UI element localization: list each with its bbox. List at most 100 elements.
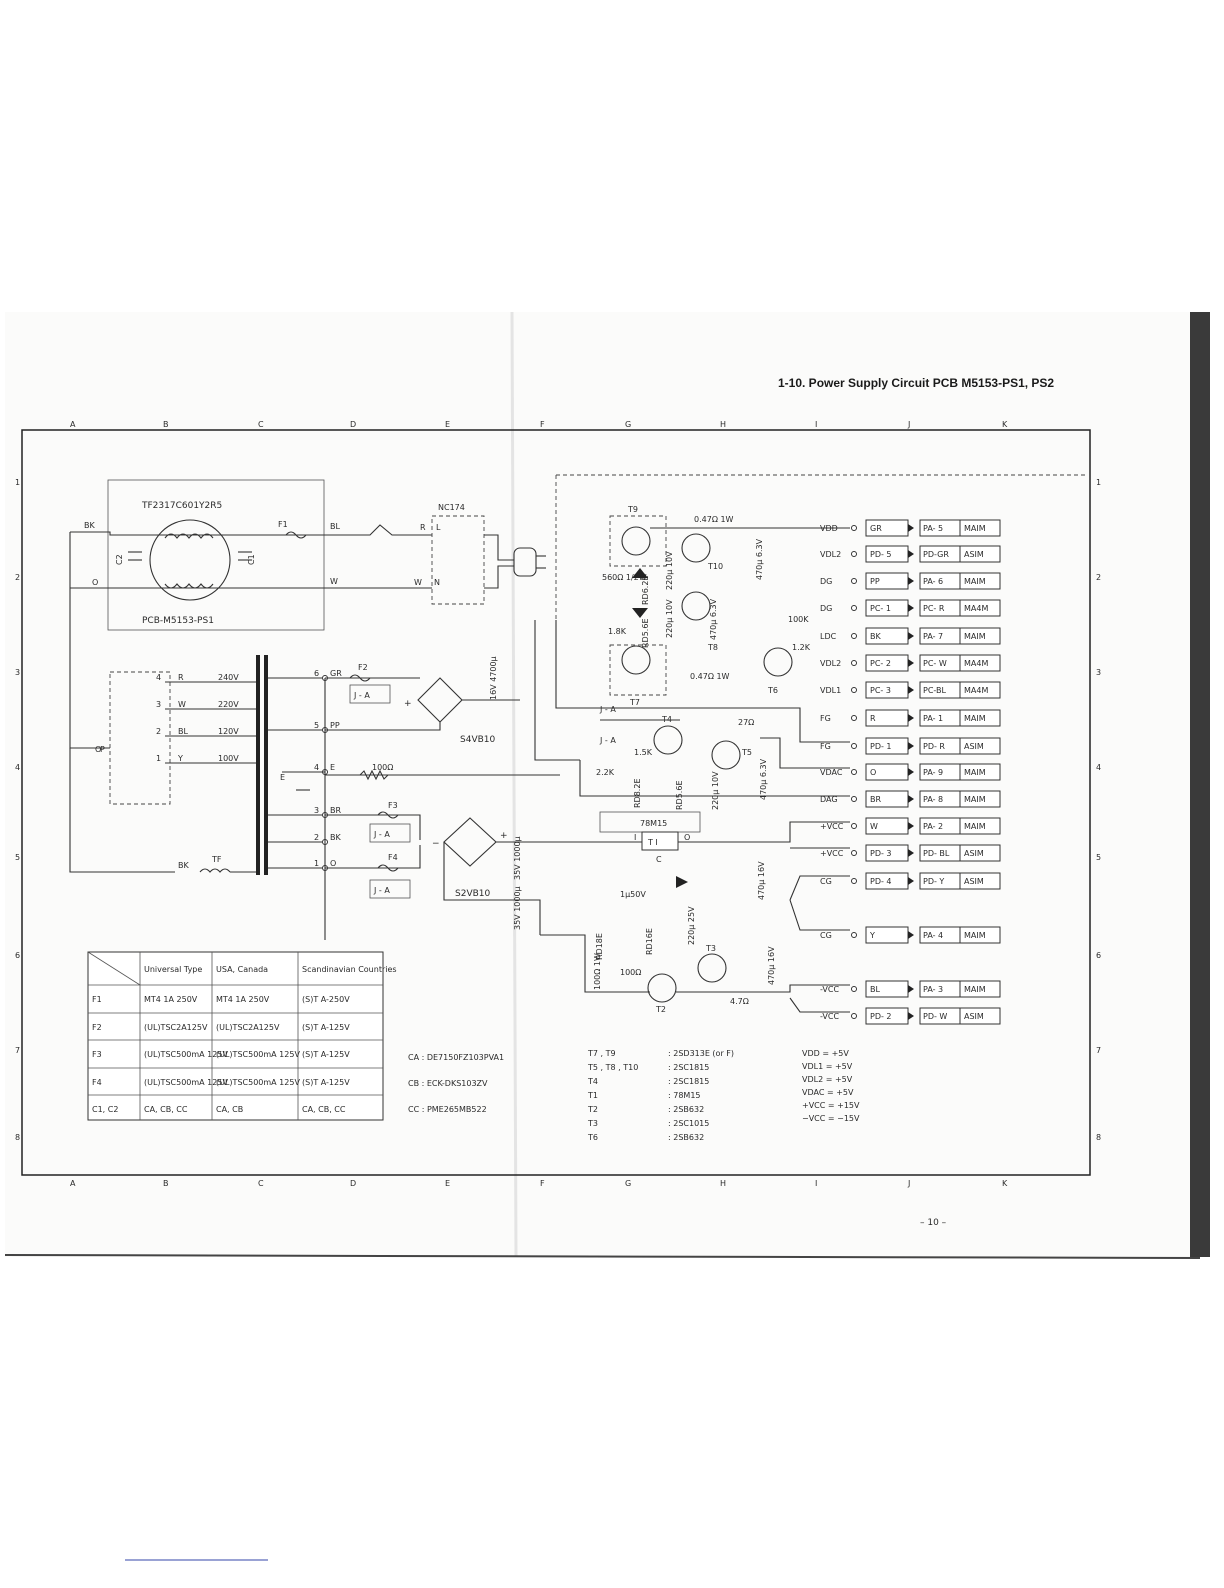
transistor-ref: T7 , T9 xyxy=(587,1049,616,1058)
output-wire: O xyxy=(870,768,876,777)
grid-col-top: K xyxy=(1002,420,1008,429)
output-arrow-icon xyxy=(908,849,914,857)
bridge2-plus: + xyxy=(500,831,508,841)
fuse-table-cell: (UL)TSC2A125V xyxy=(216,1023,280,1032)
fuse-table-cell: CA, CB, CC xyxy=(144,1105,188,1114)
rd16-label: RD16E xyxy=(645,928,654,955)
pcb-ps1-outline xyxy=(107,479,325,631)
output-signal: CG xyxy=(820,877,832,886)
voltage-spec: −VCC = −15V xyxy=(802,1114,860,1123)
cap-note: CA : DE7150FZ103PVA1 xyxy=(408,1053,504,1062)
output-board: ASIM xyxy=(964,550,984,559)
book-gutter xyxy=(510,311,518,1258)
output-board-box xyxy=(959,709,1001,727)
output-terminal xyxy=(851,850,857,856)
w-label: W xyxy=(330,577,338,586)
tap-wire: R xyxy=(178,673,184,682)
output-board: MA4M xyxy=(964,659,988,668)
output-wire: GR xyxy=(870,524,882,533)
scan-bottom-edge xyxy=(4,1254,1201,1259)
neg-rail xyxy=(443,842,541,935)
t5-label: T5 xyxy=(741,748,752,757)
transistor-t7 xyxy=(621,645,651,675)
output-terminal xyxy=(851,878,857,884)
bridge-s2vb10 xyxy=(443,817,497,867)
voltage-spec: +VCC = +15V xyxy=(802,1101,860,1110)
output-board-box xyxy=(959,763,1001,781)
r100b-label: 100Ω xyxy=(620,968,641,977)
grid-col-bottom: E xyxy=(445,1179,450,1188)
ac-plug xyxy=(513,547,537,577)
output-conn: PA- 6 xyxy=(923,577,943,586)
reg-diode xyxy=(676,876,688,888)
transistor-part: : 2SC1015 xyxy=(668,1119,709,1128)
grid-col-top: I xyxy=(815,420,817,429)
output-conn: PA- 1 xyxy=(923,714,943,723)
output-arrow-icon xyxy=(908,524,914,532)
power-transformer xyxy=(256,655,268,875)
r18k-label: 1.8K xyxy=(608,627,627,636)
bk-label: BK xyxy=(84,521,95,530)
c470d-label: 470μ 16V xyxy=(757,861,766,900)
secondary-pin-wire: GR xyxy=(330,669,342,678)
transistor-part: : 78M15 xyxy=(668,1091,701,1100)
reg78-label: 78M15 xyxy=(640,819,667,828)
transistor-part: : 2SD313E (or F) xyxy=(668,1049,734,1058)
fuse-table-cell: F2 xyxy=(92,1023,102,1032)
transistor-ref: T3 xyxy=(587,1119,598,1128)
output-board-box xyxy=(959,545,1001,563)
output-terminal xyxy=(851,796,857,802)
output-terminal xyxy=(851,769,857,775)
output-wire: BL xyxy=(870,985,880,994)
tap-voltage: 120V xyxy=(218,727,239,736)
ja1-label: J - A xyxy=(599,705,616,714)
t10-label: T10 xyxy=(707,562,723,571)
output-signal: -VCC xyxy=(820,985,839,994)
output-wire: PC- 2 xyxy=(870,659,891,668)
fuse-table-frame xyxy=(87,951,384,1121)
transistor-t5 xyxy=(711,740,741,770)
fg-wire xyxy=(600,707,850,743)
fuse-table-cell: (S)T A-125V xyxy=(302,1078,350,1087)
transistor-list: T7 , T9: 2SD313E (or F)T5 , T8 , T10: 2S… xyxy=(587,1049,734,1142)
output-arrow-icon xyxy=(908,604,914,612)
fuse-table-cell: F1 xyxy=(92,995,102,1004)
output-signal: DG xyxy=(820,604,832,613)
cap-4700-label: 16V 4700μ xyxy=(489,656,498,700)
secondary-pin-number: 1 xyxy=(314,859,319,868)
ja-link-f2 xyxy=(349,684,391,704)
ja2-label: J - A xyxy=(599,736,616,745)
output-terminal xyxy=(851,660,857,666)
output-arrow-icon xyxy=(908,742,914,750)
rd62-label: RD6.2E xyxy=(641,576,650,606)
output-terminal xyxy=(851,605,857,611)
zener-rd56a xyxy=(632,608,648,618)
fuse-table-header: Scandinavian Countries xyxy=(302,965,397,974)
reg-o-label: O xyxy=(684,833,690,842)
transistor-t9 xyxy=(621,526,651,556)
plug-wire-n xyxy=(484,565,514,589)
rd56b-label: RD5.6E xyxy=(675,781,684,811)
dag-wire xyxy=(579,760,850,797)
t6-label: T6 xyxy=(767,686,778,695)
reg-i-label: I xyxy=(634,833,636,842)
scan-edge xyxy=(1190,312,1210,1257)
ja-f4-label: J - A xyxy=(373,886,390,895)
output-terminal xyxy=(851,633,857,639)
transistor-t8 xyxy=(681,591,711,621)
output-signal: -VCC xyxy=(820,1012,839,1021)
grid-row-left: 7 xyxy=(15,1046,20,1055)
output-wire: PD- 2 xyxy=(870,1012,892,1021)
output-board-box xyxy=(959,681,1001,699)
ja-link-f4 xyxy=(369,879,411,899)
fuse-table-cell: (UL)TSC500mA 125V xyxy=(144,1078,228,1087)
output-arrow-icon xyxy=(908,1012,914,1020)
pcb-ps1-label: PCB-M5153-PS1 xyxy=(142,616,214,626)
rd56a-label: RD5.6E xyxy=(641,619,650,649)
voltage-spec: VDL2 = +5V xyxy=(802,1075,853,1084)
output-arrow-icon xyxy=(908,822,914,830)
